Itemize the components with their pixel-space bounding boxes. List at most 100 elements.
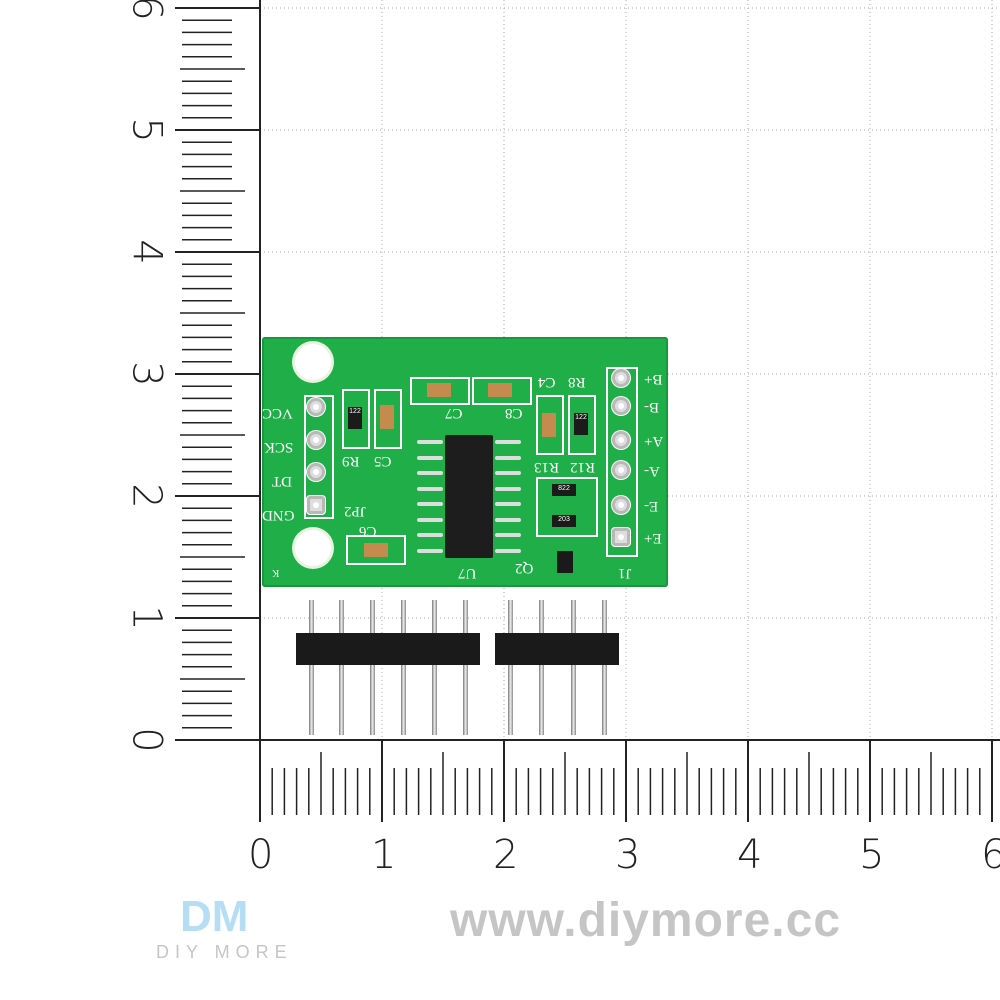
- pin-header-4: [495, 633, 619, 665]
- c7-outline: [410, 377, 470, 405]
- label-r13: R13: [534, 459, 560, 475]
- header-pin: [571, 600, 576, 735]
- v-ruler-label-6: 6: [123, 0, 170, 21]
- label-c8: C8: [505, 405, 523, 421]
- label-c7: C7: [445, 405, 463, 421]
- label-b-minus: B-: [644, 399, 659, 415]
- ic-leg: [417, 471, 443, 475]
- header-pin: [539, 600, 544, 735]
- header-pin: [309, 600, 314, 735]
- h-ruler-label-2: 2: [493, 832, 519, 878]
- v-ruler-label-0: 0: [123, 727, 170, 753]
- pad-b-minus: [612, 397, 630, 415]
- label-a-minus: A-: [644, 463, 660, 479]
- ic-leg: [417, 440, 443, 444]
- ic-leg: [495, 440, 521, 444]
- label-j1: J1: [618, 565, 632, 581]
- h-ruler-label-0: 0: [248, 832, 274, 878]
- ic-leg: [417, 455, 443, 460]
- ic-leg: [495, 455, 521, 460]
- v-ruler-label-5: 5: [123, 117, 170, 143]
- header-pin: [602, 600, 607, 735]
- ic-leg: [495, 502, 521, 506]
- ic-leg: [417, 502, 443, 506]
- ic-leg: [417, 533, 443, 537]
- header-pin: [401, 600, 406, 735]
- header-pin: [370, 600, 375, 735]
- hx711-chip: [445, 435, 493, 558]
- header-pin: [339, 600, 344, 735]
- label-e-minus: E-: [644, 498, 659, 514]
- h-ruler-label-3: 3: [615, 832, 641, 878]
- pad-dt: [307, 463, 325, 481]
- v-ruler-label-1: 1: [123, 605, 170, 631]
- mounting-hole: [295, 344, 331, 380]
- resistor-r9: 122: [348, 407, 362, 429]
- label-vcc: VCC: [262, 405, 293, 421]
- capacitor-c7: [427, 383, 451, 397]
- header-pin: [508, 600, 513, 735]
- ic-leg: [417, 548, 443, 553]
- pin-header-6: [296, 633, 480, 665]
- pad-e-minus: [612, 496, 630, 514]
- pad-b-plus: [612, 369, 630, 387]
- ic-leg: [417, 517, 443, 522]
- label-c5: C5: [374, 453, 392, 469]
- label-r9: R9: [342, 453, 360, 469]
- ic-leg: [495, 517, 521, 522]
- label-c4: C4: [538, 374, 556, 390]
- v-ruler-label-4: 4: [123, 239, 170, 265]
- h-ruler-label-1: 1: [371, 832, 397, 878]
- r12-r13-outline: [536, 477, 598, 537]
- pad-e-plus: [612, 528, 630, 546]
- label-gnd: GND: [262, 507, 295, 523]
- ic-leg: [495, 471, 521, 475]
- ic-leg: [495, 533, 521, 537]
- label-r8: R8: [568, 374, 586, 390]
- transistor-q2: [557, 551, 573, 573]
- j1-outline: [606, 367, 638, 557]
- ic-leg: [495, 548, 521, 553]
- capacitor-c8: [488, 383, 512, 397]
- pad-a-plus: [612, 431, 630, 449]
- c4-outline: [536, 395, 564, 455]
- label-q2: Q2: [515, 560, 534, 576]
- c8-outline: [472, 377, 532, 405]
- h-ruler-label-6: 6: [981, 832, 1000, 878]
- pad-a-minus: [612, 461, 630, 479]
- pad-vcc: [307, 398, 325, 416]
- h-ruler-label-5: 5: [859, 832, 885, 878]
- label-k: K: [272, 567, 280, 578]
- r8-outline: [568, 395, 596, 455]
- capacitor-c5: [380, 405, 394, 429]
- v-ruler-label-3: 3: [123, 361, 170, 387]
- capacitor-c4: [542, 413, 556, 437]
- label-e-plus: E+: [644, 530, 662, 546]
- jp2-outline: [304, 395, 334, 519]
- v-ruler-label-2: 2: [123, 483, 170, 509]
- ic-leg: [495, 486, 521, 491]
- ic-leg: [417, 486, 443, 491]
- resistor-203: 203: [552, 515, 576, 527]
- c5-outline: [374, 389, 402, 449]
- label-dt: DT: [272, 473, 292, 489]
- h-ruler-label-4: 4: [737, 832, 763, 878]
- pad-gnd: [307, 496, 325, 514]
- label-r12: R12: [570, 459, 596, 475]
- label-b-plus: B+: [644, 371, 663, 387]
- resistor-r8: 122: [574, 413, 588, 435]
- label-u7: U7: [458, 565, 477, 581]
- r9-outline: [342, 389, 370, 449]
- mounting-hole: [295, 530, 331, 566]
- label-a-plus: A+: [644, 433, 664, 449]
- resistor-822: 822: [552, 484, 576, 496]
- label-sck: SCK: [264, 439, 294, 455]
- c6-outline: [346, 535, 406, 565]
- header-pin: [463, 600, 468, 735]
- capacitor-c6: [364, 543, 388, 557]
- hx711-pcb: VCC SCK DT GND B+ B- A+ A- E- E+ JP2 R9 …: [262, 337, 668, 587]
- pad-sck: [307, 431, 325, 449]
- label-jp2: JP2: [344, 503, 366, 519]
